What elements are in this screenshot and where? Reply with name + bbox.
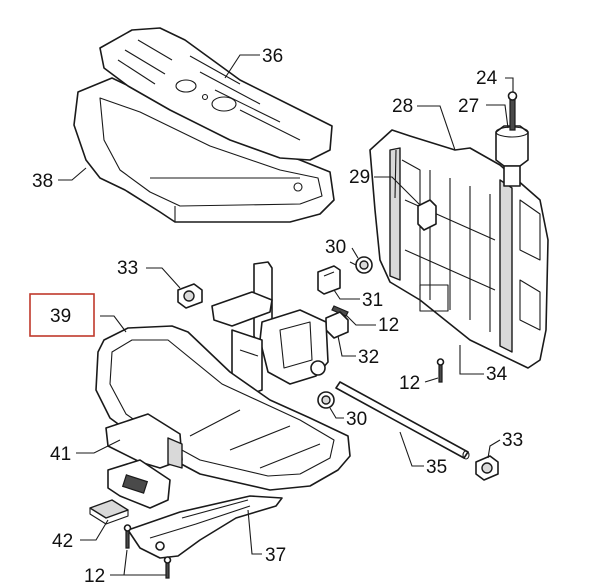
part-38-tray — [73, 77, 335, 223]
label-32: 32 — [358, 347, 379, 368]
label-24: 24 — [476, 68, 498, 89]
label-33-lower: 33 — [502, 430, 523, 451]
part-labels: 36 38 24 27 28 29 30 33 31 12 39 32 34 1… — [32, 46, 523, 587]
label-33-upper: 33 — [117, 258, 138, 279]
label-36: 36 — [262, 46, 283, 67]
part-35-rod — [335, 381, 470, 460]
label-34: 34 — [486, 364, 508, 385]
part-12-screws-c — [123, 524, 172, 579]
part-31-bracket — [317, 265, 341, 295]
leader-lines — [58, 54, 514, 576]
label-30-upper: 30 — [325, 237, 346, 258]
label-29: 29 — [349, 167, 370, 188]
part-39-highlight-box — [29, 293, 95, 337]
part-24-screw — [507, 91, 518, 131]
part-29-clip — [417, 199, 437, 231]
label-12-b: 12 — [399, 373, 420, 394]
part-32-clip — [325, 311, 349, 339]
label-28: 28 — [392, 96, 413, 117]
part-37-lever — [127, 495, 283, 559]
part-33-knob-upper — [177, 283, 203, 309]
label-42: 42 — [52, 531, 73, 552]
part-30-knob-lower — [317, 391, 335, 409]
center-bracket — [211, 261, 329, 399]
label-38: 38 — [32, 171, 53, 192]
label-31: 31 — [362, 290, 383, 311]
part-30-knob-upper — [349, 256, 373, 274]
label-39: 39 — [50, 306, 71, 327]
label-27: 27 — [458, 96, 479, 117]
label-41: 41 — [50, 444, 71, 465]
part-12-screw-b — [436, 358, 445, 383]
label-12-a: 12 — [378, 315, 399, 336]
part-33-knob-lower — [475, 455, 499, 481]
part-27-motor — [495, 125, 529, 187]
label-35: 35 — [426, 457, 447, 478]
part-36-lid — [99, 27, 333, 161]
part-12-pin-a — [331, 305, 349, 317]
label-30-lower: 30 — [346, 409, 367, 430]
label-12-c: 12 — [84, 566, 105, 587]
label-37: 37 — [265, 545, 286, 566]
part-28-frame — [369, 129, 549, 369]
part-41-hinge — [105, 413, 183, 509]
part-42-pad — [89, 499, 129, 525]
